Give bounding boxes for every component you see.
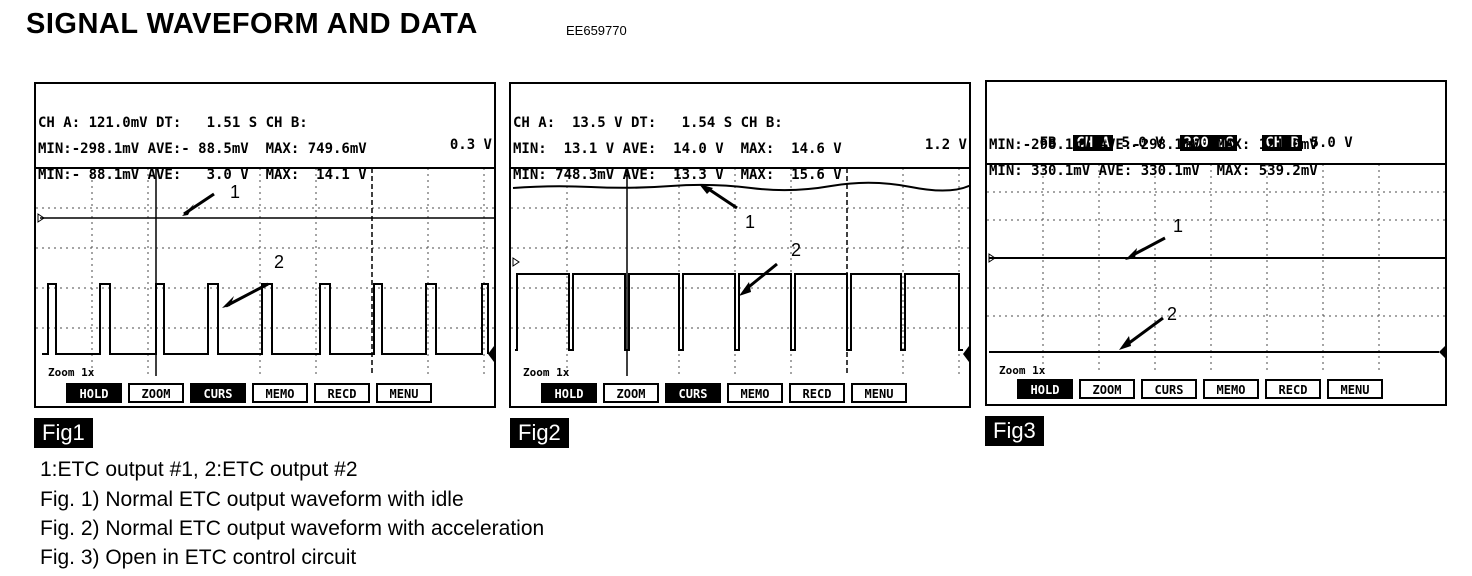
- menu-button[interactable]: MENU: [851, 383, 907, 403]
- memo-button[interactable]: MEMO: [252, 383, 308, 403]
- scope3-marker-2: 2: [1167, 304, 1177, 324]
- scope-panel-3: FB CH A 5.0 V 200 mS CH B 5.0 V MIN:-298…: [985, 80, 1447, 406]
- scope3-waveform-display: 1 2: [987, 163, 1445, 372]
- scope3-cha-value: 5.0 V: [1121, 135, 1164, 151]
- hold-button[interactable]: HOLD: [1017, 379, 1073, 399]
- fig1-label: Fig1: [34, 418, 93, 448]
- zoom-button[interactable]: ZOOM: [128, 383, 184, 403]
- scope1-marker-1: 1: [230, 182, 240, 202]
- document-code: EE659770: [566, 23, 627, 38]
- scope1-row2: MIN:-298.1mV AVE:- 88.5mV MAX: 749.6mV: [38, 141, 367, 157]
- scope2-row3: MIN: 748.3mV AVE: 13.3 V MAX: 15.6 V: [513, 167, 842, 183]
- curs-button[interactable]: CURS: [190, 383, 246, 403]
- scope2-row1-right: 1.2 V: [924, 137, 967, 153]
- zoom-button[interactable]: ZOOM: [603, 383, 659, 403]
- scope3-marker-1: 1: [1173, 216, 1183, 236]
- scope3-header-row3: MIN: 330.1mV AVE: 330.1mV MAX: 539.2mV: [989, 138, 1443, 179]
- scope3-time-label[interactable]: 200 mS: [1180, 135, 1238, 151]
- scope2-waveform-display: 1 2: [511, 167, 969, 376]
- page-title: SIGNAL WAVEFORM AND DATA: [26, 8, 478, 40]
- scope-panel-1: CH A: 121.0mV DT: 1.51 S CH B: 0.3 V MIN…: [34, 82, 496, 408]
- scope2-header-row2: MIN: 13.1 V AVE: 14.0 V MAX: 14.6 V: [513, 116, 967, 157]
- scope1-header-row1: CH A: 121.0mV DT: 1.51 S CH B: 0.3 V: [38, 90, 492, 153]
- caption-fig3: Fig. 3) Open in ETC control circuit: [40, 546, 357, 569]
- scope3-cha-label[interactable]: CH A: [1073, 135, 1114, 151]
- memo-button[interactable]: MEMO: [727, 383, 783, 403]
- hold-button[interactable]: HOLD: [66, 383, 122, 403]
- scope2-zoom-label: Zoom 1x: [523, 366, 570, 379]
- scope3-chb-label[interactable]: CH B: [1262, 135, 1303, 151]
- scope3-header-row1: FB CH A 5.0 V 200 mS CH B 5.0 V: [989, 88, 1443, 151]
- zoom-button[interactable]: ZOOM: [1079, 379, 1135, 399]
- scope2-marker-1: 1: [745, 212, 755, 232]
- scope2-header-row3: MIN: 748.3mV AVE: 13.3 V MAX: 15.6 V: [513, 142, 967, 183]
- scope1-marker-2: 2: [274, 252, 284, 272]
- scope1-button-bar: HOLD ZOOM CURS MEMO RECD MENU: [36, 380, 494, 406]
- scope2-row1-left: CH A: 13.5 V DT: 1.54 S CH B:: [513, 115, 783, 131]
- scope1-waveform-display: 1 2: [36, 167, 494, 376]
- scope2-marker-2: 2: [791, 240, 801, 260]
- scope-panel-2: CH A: 13.5 V DT: 1.54 S CH B: 1.2 V MIN:…: [509, 82, 971, 408]
- recd-button[interactable]: RECD: [789, 383, 845, 403]
- scope3-chb-value: 5.0 V: [1310, 135, 1353, 151]
- scope3-fb-label: FB: [1039, 135, 1057, 151]
- scope3-button-bar: HOLD ZOOM CURS MEMO RECD MENU: [987, 376, 1445, 402]
- caption-fig2: Fig. 2) Normal ETC output waveform with …: [40, 517, 545, 540]
- memo-button[interactable]: MEMO: [1203, 379, 1259, 399]
- scope3-zoom-label: Zoom 1x: [999, 364, 1046, 377]
- fig2-label: Fig2: [510, 418, 569, 448]
- scope1-row1-left: CH A: 121.0mV DT: 1.51 S CH B:: [38, 115, 308, 131]
- scope2-row2: MIN: 13.1 V AVE: 14.0 V MAX: 14.6 V: [513, 141, 842, 157]
- scope3-row3: MIN: 330.1mV AVE: 330.1mV MAX: 539.2mV: [989, 163, 1318, 179]
- caption-fig1: Fig. 1) Normal ETC output waveform with …: [40, 488, 464, 511]
- curs-button[interactable]: CURS: [665, 383, 721, 403]
- scope3-header-row2: MIN:-298.1mV AVE:-298.1mV MAX: 121.0mV: [989, 112, 1443, 153]
- curs-button[interactable]: CURS: [1141, 379, 1197, 399]
- scope2-button-bar: HOLD ZOOM CURS MEMO RECD MENU: [511, 380, 969, 406]
- scope1-row1-right: 0.3 V: [449, 137, 492, 153]
- caption-legend: 1:ETC output #1, 2:ETC output #2: [40, 458, 358, 481]
- recd-button[interactable]: RECD: [1265, 379, 1321, 399]
- menu-button[interactable]: MENU: [376, 383, 432, 403]
- scope1-zoom-label: Zoom 1x: [48, 366, 95, 379]
- fig3-label: Fig3: [985, 416, 1044, 446]
- recd-button[interactable]: RECD: [314, 383, 370, 403]
- scope2-header-row1: CH A: 13.5 V DT: 1.54 S CH B: 1.2 V: [513, 90, 967, 153]
- scope1-header-row2: MIN:-298.1mV AVE:- 88.5mV MAX: 749.6mV: [38, 116, 492, 157]
- menu-button[interactable]: MENU: [1327, 379, 1383, 399]
- scope3-row2: MIN:-298.1mV AVE:-298.1mV MAX: 121.0mV: [989, 137, 1318, 153]
- hold-button[interactable]: HOLD: [541, 383, 597, 403]
